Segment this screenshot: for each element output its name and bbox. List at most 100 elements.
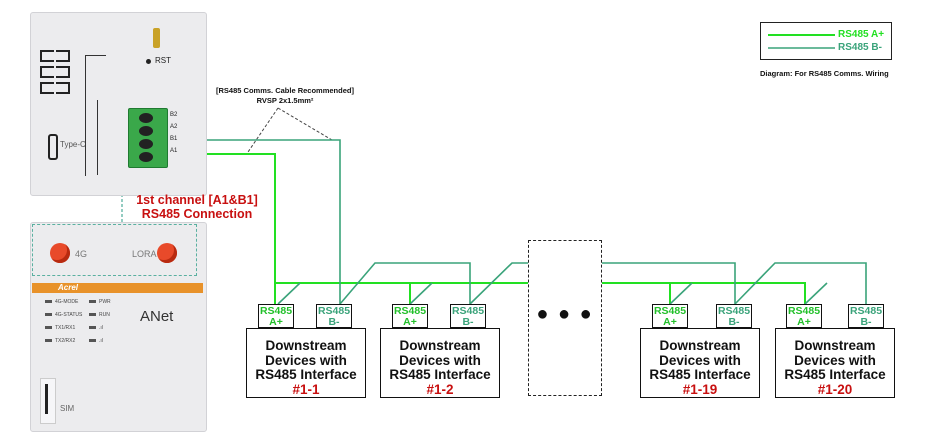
gateway-io-module — [30, 222, 207, 432]
port-label: RS485 — [451, 305, 485, 317]
legend-b-label: RS485 B- — [838, 42, 882, 53]
panel-seam — [85, 55, 106, 176]
cable-note-line1: [RS485 Comms. Cable Recommended] — [216, 86, 354, 95]
panel-seam — [97, 100, 118, 175]
port-label: B- — [328, 316, 340, 328]
indicator-label: 4G-MODE — [55, 299, 79, 305]
antenna-highlight-box — [32, 224, 197, 276]
gateway-main-unit — [30, 12, 207, 196]
terminal-label-a2: A2 — [170, 124, 178, 130]
port-label: B- — [860, 316, 872, 328]
device-id: #1-19 — [682, 381, 718, 397]
legend-caption: Diagram: For RS485 Comms. Wiring — [760, 69, 889, 78]
port-label: RS485 — [653, 305, 687, 317]
port-label: A+ — [663, 316, 677, 328]
device-id: #1-2 — [426, 381, 454, 397]
indicator-label: RUN — [99, 312, 110, 318]
usb-c-port-icon — [48, 134, 58, 160]
rst-label: RST — [155, 56, 171, 65]
device-text: Devices with — [265, 352, 347, 368]
port-label: B- — [462, 316, 474, 328]
cable-note-line2: RVSP 2x1.5mm² — [256, 96, 314, 105]
antenna-lora-label: LORA — [132, 249, 157, 259]
legend-box — [760, 22, 892, 60]
signal-bars-icon: .ıl — [89, 338, 103, 344]
indicator-label: 4G-STATUS — [55, 312, 83, 318]
device-text: Downstream — [399, 338, 481, 353]
terminal-label-b2: B2 — [170, 112, 178, 118]
device-text: Downstream — [659, 338, 741, 353]
channel-label-line1: 1st channel [A1&B1] — [136, 193, 258, 207]
antenna-lora-icon — [157, 243, 177, 263]
sim-slot — [40, 378, 56, 424]
port-label: B- — [728, 316, 740, 328]
ellipsis-box: ● ● ● — [528, 240, 602, 396]
terminal-screw-icon — [139, 113, 153, 123]
device-text: Downstream — [794, 338, 876, 353]
sim-label: SIM — [60, 404, 75, 413]
terminal-label-a1: A1 — [170, 148, 178, 154]
port-label: RS485 — [849, 305, 883, 317]
sim-slot-icon — [45, 384, 48, 414]
cable-note: [RS485 Comms. Cable Recommended] RVSP 2x… — [205, 86, 365, 106]
signal-bars-icon: .ıl — [89, 325, 103, 331]
port-label: A+ — [403, 316, 417, 328]
legend-a-label: RS485 A+ — [838, 29, 885, 40]
device-id: #1-20 — [817, 381, 853, 397]
port-label: RS485 — [717, 305, 751, 317]
device-text: Devices with — [399, 352, 481, 368]
port-label: A+ — [269, 316, 283, 328]
device-text: RS485 Interface — [784, 367, 886, 382]
device-text: Downstream — [265, 338, 347, 353]
a-plus-bus — [150, 153, 806, 304]
model-label: ANet — [140, 308, 174, 325]
channel-label: 1st channel [A1&B1] RS485 Connection — [112, 193, 282, 221]
indicator-label: TX1/RX1 — [55, 325, 76, 331]
b-minus-bus — [150, 139, 867, 305]
type-c-label: Type-C — [60, 140, 86, 149]
indicator-label: PWR — [99, 299, 111, 305]
terminal-screw-icon — [139, 126, 153, 136]
device-text: RS485 Interface — [649, 367, 751, 382]
port-label: RS485 — [259, 305, 293, 317]
device-text: RS485 Interface — [255, 367, 357, 382]
brand-logo: Acrel — [58, 283, 79, 292]
terminal-screw-icon — [139, 139, 153, 149]
antenna-4g-icon — [50, 243, 70, 263]
terminal-label-b1: B1 — [170, 136, 178, 142]
device-id: #1-1 — [292, 381, 320, 397]
device-text: Devices with — [794, 352, 876, 368]
brand-stripe — [32, 283, 203, 293]
device-text: RS485 Interface — [389, 367, 491, 382]
channel-label-line2: RS485 Connection — [141, 207, 253, 221]
antenna-icon — [153, 28, 160, 48]
cable-note-leader — [277, 107, 333, 141]
vent-grille — [40, 50, 70, 110]
port-label: RS485 — [787, 305, 821, 317]
indicator-label: TX2/RX2 — [55, 338, 76, 344]
port-label: RS485 — [317, 305, 351, 317]
ellipsis-dots: ● ● ● — [536, 303, 594, 325]
port-label: A+ — [797, 316, 811, 328]
terminal-block — [128, 108, 168, 168]
device-text: Devices with — [659, 352, 741, 368]
indicator-panel: 4G-MODE 4G-STATUS TX1/RX1 TX2/RX2 PWR RU… — [45, 299, 155, 349]
reset-hole-icon — [146, 59, 151, 64]
cable-note-leader — [247, 107, 279, 153]
terminal-screw-icon — [139, 152, 153, 162]
port-label: RS485 — [393, 305, 427, 317]
antenna-4g-label: 4G — [75, 249, 88, 259]
